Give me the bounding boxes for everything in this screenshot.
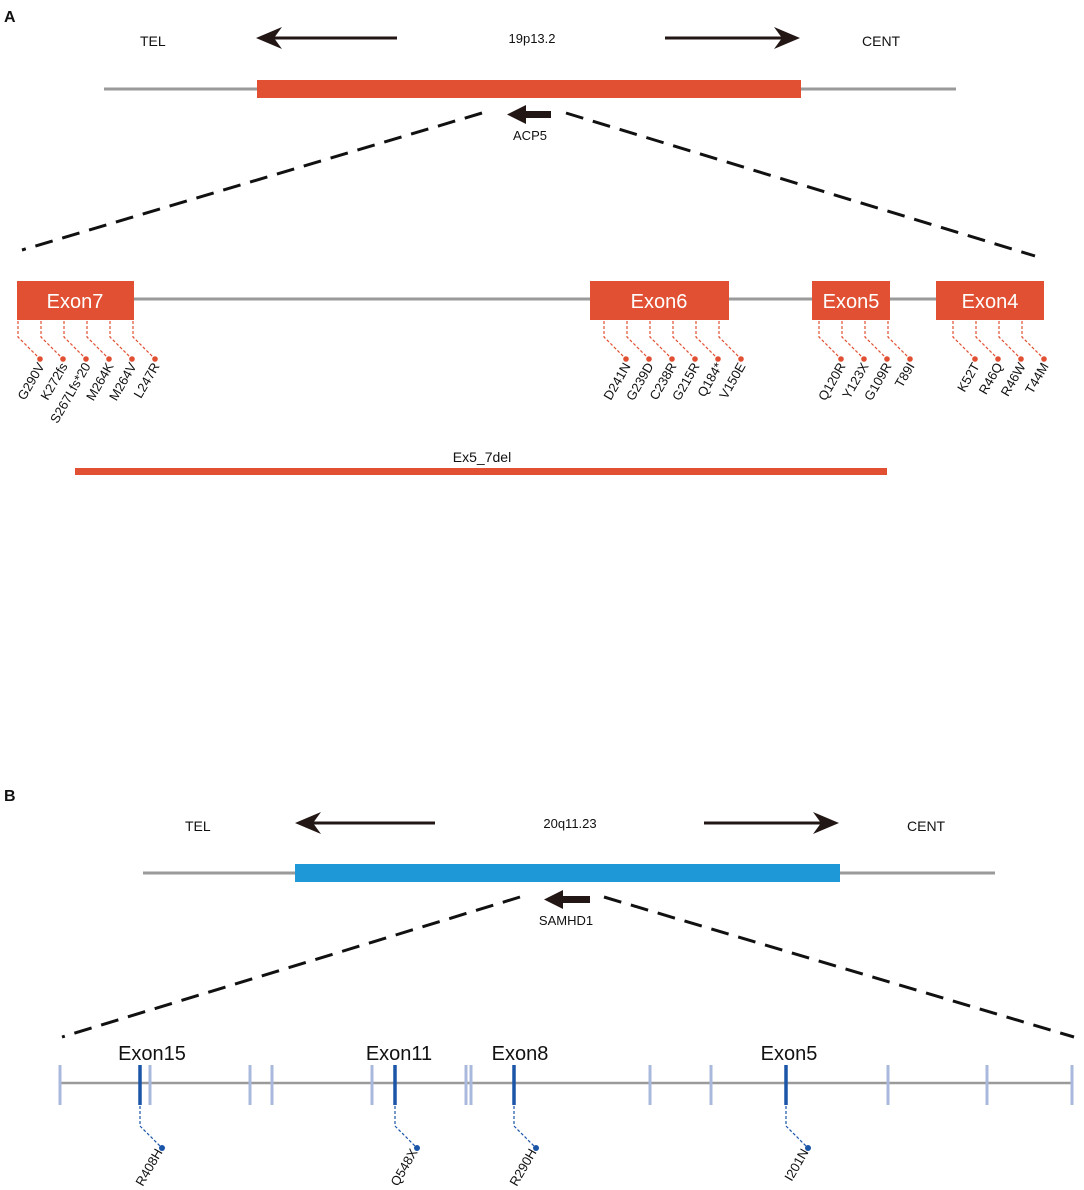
exon15-label: Exon15: [118, 1043, 186, 1065]
exon7-mutations: G290V K272fs S267Lfs*20 M264K M264V L247…: [14, 321, 163, 426]
panel-a-tel-label: TEL: [140, 33, 166, 49]
exon8-label: Exon8: [492, 1043, 549, 1065]
panel-b-tel-label: TEL: [185, 818, 211, 834]
panel-b-zoom-line-left: [61, 895, 521, 1039]
mutation-marker: T44M: [1021, 321, 1052, 396]
exon7-label: Exon7: [47, 291, 104, 313]
panel-a-gene-region: [257, 80, 801, 98]
exon11-label: Exon11: [366, 1043, 432, 1065]
panel-b: B TEL CENT 20q11.23 SAMHD1: [4, 788, 1075, 1189]
panel-a-exon7: Exon7: [17, 281, 134, 320]
mutation-connector: [785, 1106, 809, 1149]
panel-b-cent-label: CENT: [907, 818, 946, 834]
panel-b-tel-arrowhead: [295, 812, 321, 834]
exon4-box: [936, 281, 1044, 320]
mutation-marker: G109R: [861, 321, 895, 403]
panel-b-strand-arrow-body: [561, 896, 590, 903]
mutation-dot: [414, 1145, 420, 1151]
panel-a-strand-arrowhead: [507, 105, 526, 124]
exon6-label: Exon6: [631, 291, 688, 313]
exon7-box: [17, 281, 134, 320]
exon6-box: [590, 281, 729, 320]
mutation-label: I201N: [781, 1146, 811, 1184]
exon4-mutations: K52T R46Q R46W T44M: [952, 321, 1052, 399]
mutation-label: T89I: [892, 360, 918, 390]
mutation-marker: V150E: [716, 321, 749, 401]
panel-a-strand-arrow-body: [524, 111, 551, 118]
mutation-dot: [533, 1145, 539, 1151]
panel-b-band-label: 20q11.23: [543, 816, 596, 831]
deletion-bar: [75, 468, 887, 475]
panel-a: A TEL CENT 19p13.2 ACP5 Exon7 Exon6: [4, 9, 1052, 475]
panel-a-zoom-line-left: [21, 111, 483, 252]
mutation-label: R46W: [998, 359, 1029, 398]
panel-a-exon6: Exon6: [590, 281, 729, 320]
panel-a-tel-arrowhead: [256, 27, 282, 49]
panel-a-cent-label: CENT: [862, 33, 901, 49]
panel-b-cent-arrowhead: [813, 812, 839, 834]
panel-a-band-label: 19p13.2: [509, 31, 556, 46]
deletion-label: Ex5_7del: [453, 449, 511, 465]
panel-a-exon5: Exon5: [812, 281, 890, 320]
mutation-connector: [394, 1106, 418, 1149]
mutation-dot: [159, 1145, 165, 1151]
exon5-box: [812, 281, 890, 320]
panel-b-gene-region: [295, 864, 840, 882]
exon5-label: Exon5: [761, 1043, 818, 1065]
mutation-marker: T89I: [887, 321, 918, 390]
panel-b-strand-arrowhead: [544, 890, 563, 909]
panel-b-label: B: [4, 788, 16, 805]
exon5-mutations: Q120R Y123X G109R T89I: [815, 321, 918, 403]
panel-b-exon15: Exon15 R408H: [118, 1043, 186, 1189]
mutation-label: T44M: [1022, 360, 1052, 396]
mutation-marker: L247R: [130, 321, 163, 401]
panel-a-gene-label: ACP5: [513, 128, 547, 143]
panel-b-exon5: Exon5 I201N: [761, 1043, 818, 1184]
exon4-label: Exon4: [962, 291, 1019, 313]
panel-b-exon11: Exon11 Q548X: [366, 1043, 432, 1189]
panel-b-exon8: Exon8 R290H: [492, 1043, 549, 1189]
panel-a-label: A: [4, 9, 16, 26]
mutation-dot: [805, 1145, 811, 1151]
exon5-label: Exon5: [823, 291, 880, 313]
mutation-label: R408H: [132, 1146, 165, 1189]
panel-b-gene-label: SAMHD1: [539, 913, 593, 928]
mutation-label: R290H: [506, 1146, 539, 1189]
panel-b-exon-ticks: [58, 1065, 1074, 1105]
panel-a-cent-arrowhead: [774, 27, 800, 49]
mutation-connector: [513, 1106, 537, 1149]
mutation-label: Q548X: [387, 1146, 420, 1189]
exon6-mutations: D241N G239D C238R G215R Q184* V150E: [600, 321, 749, 403]
mutation-connector: [139, 1106, 163, 1149]
panel-b-zoom-line-right: [603, 895, 1075, 1039]
panel-a-exon4: Exon4: [936, 281, 1044, 320]
panel-a-zoom-line-right: [565, 111, 1036, 258]
